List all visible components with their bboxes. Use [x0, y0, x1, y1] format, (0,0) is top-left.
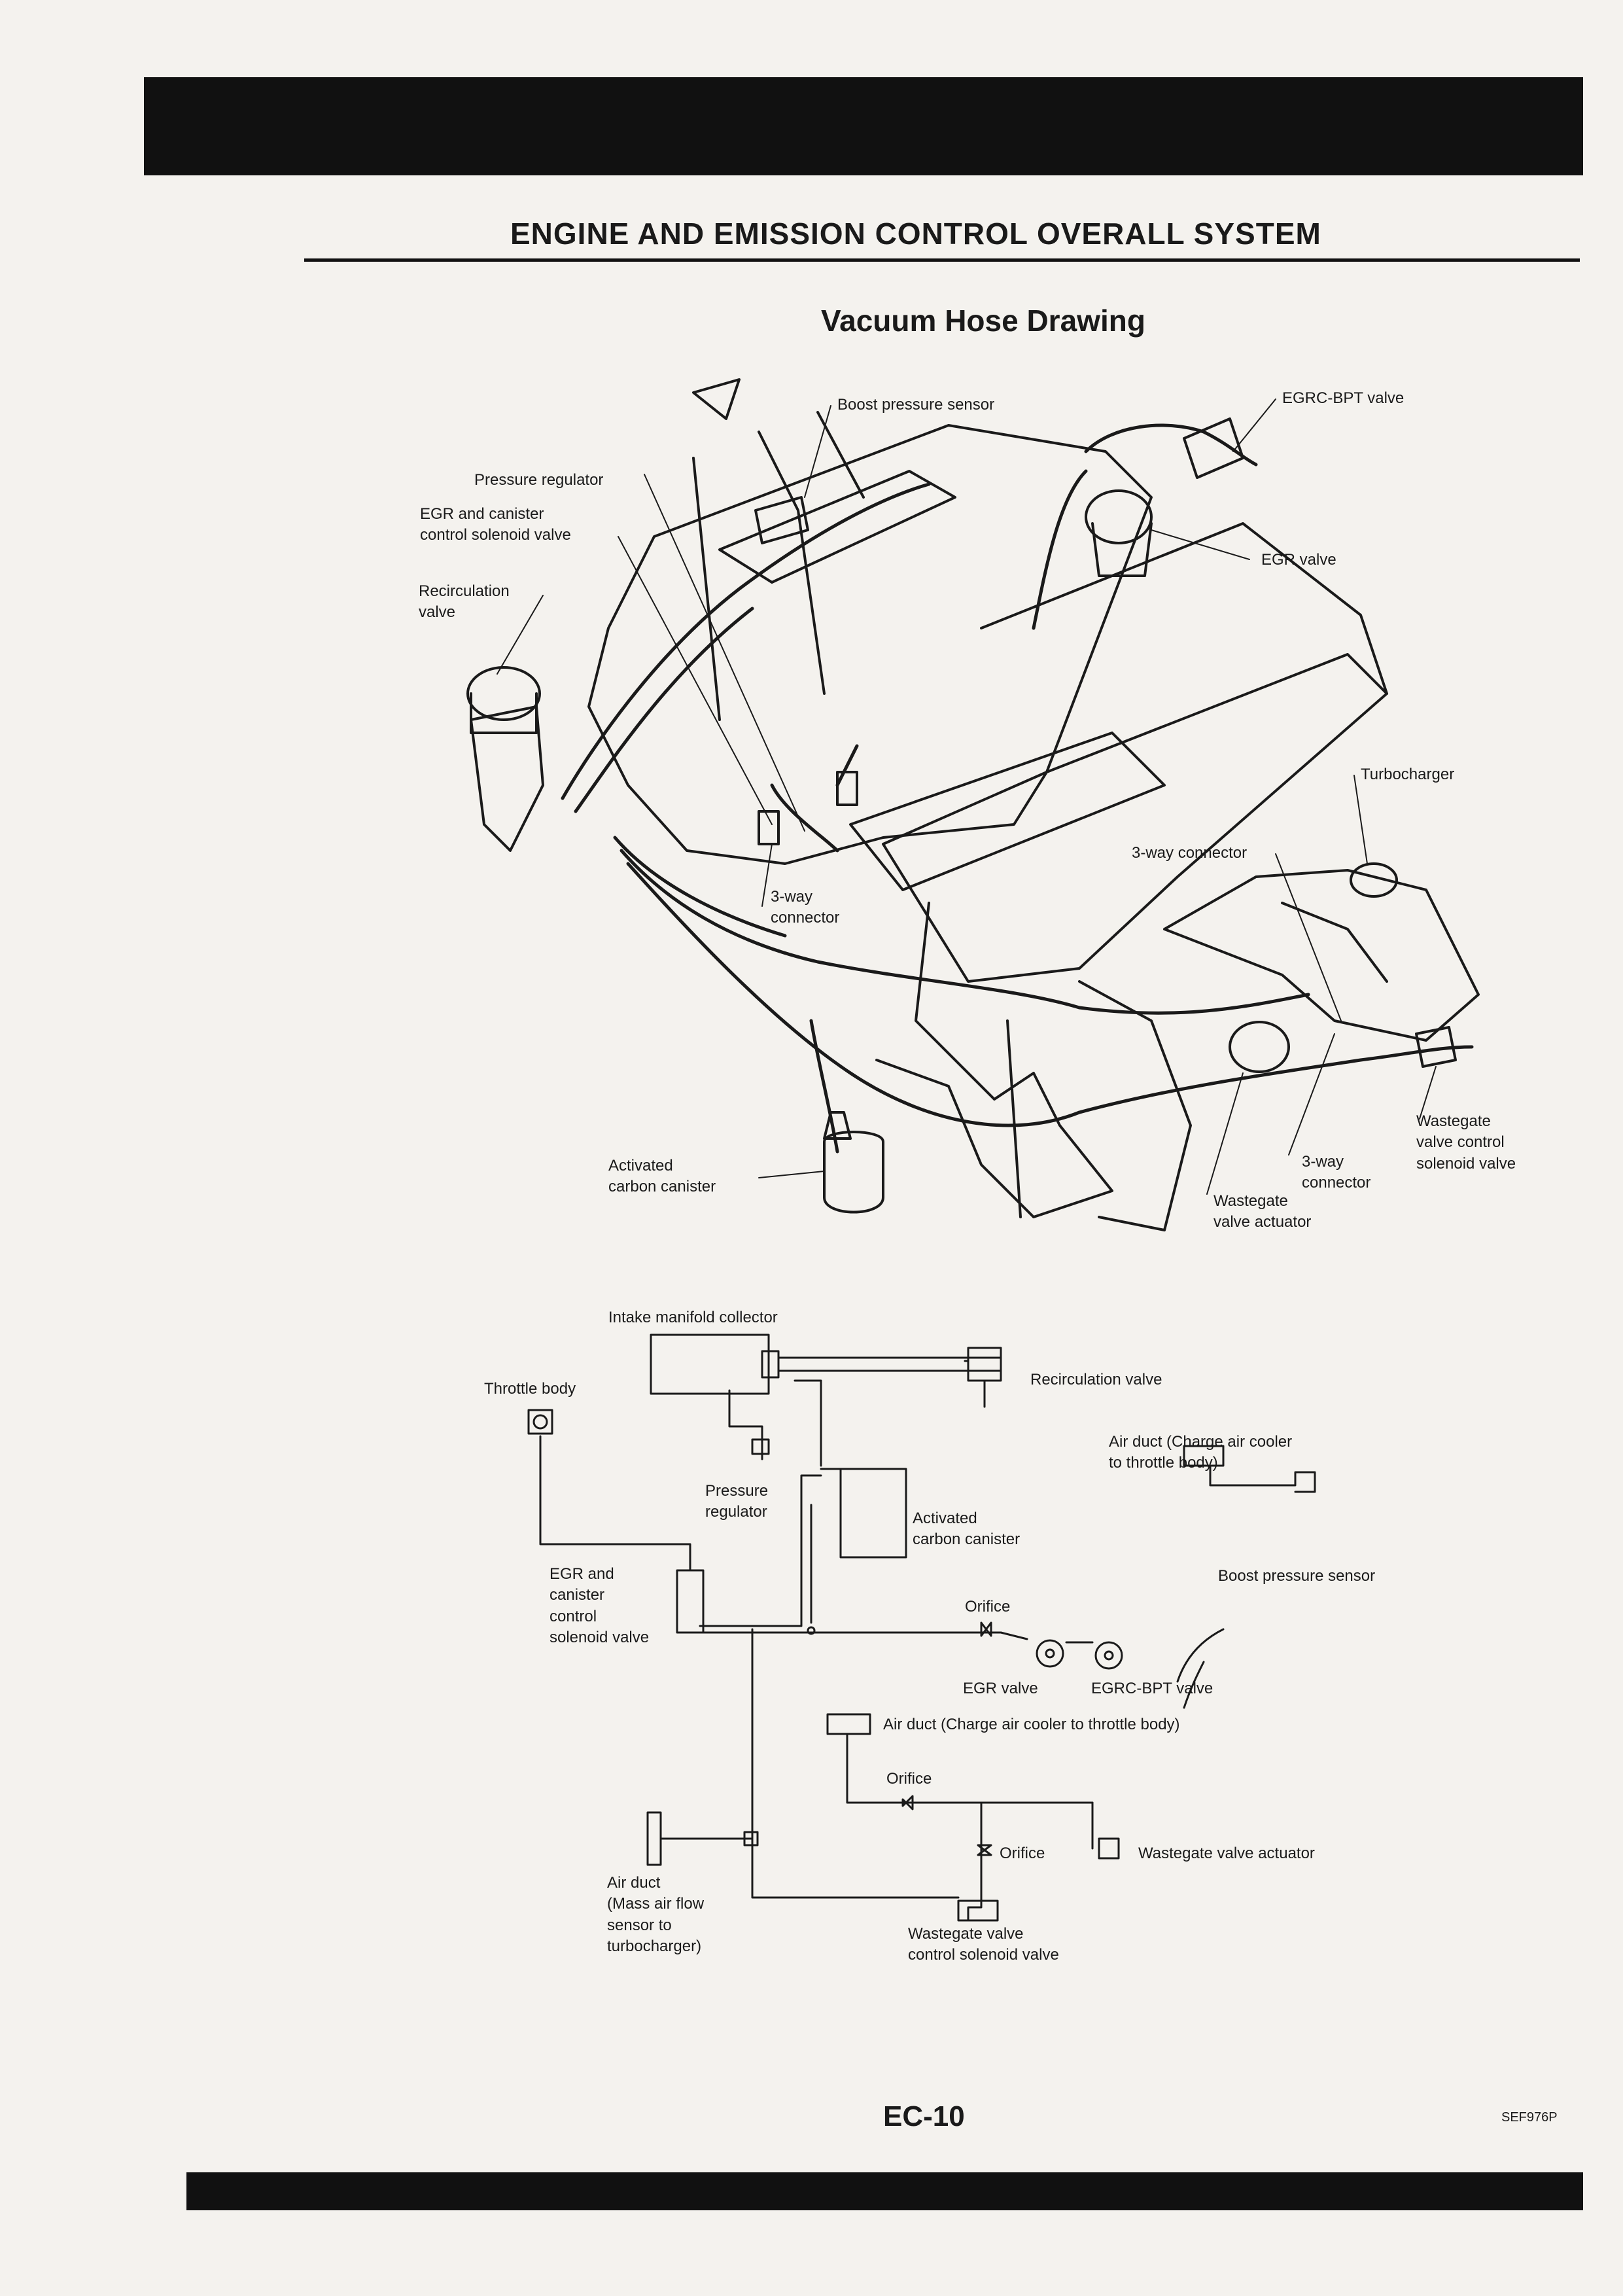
- schem-throttle-body: Throttle body: [484, 1380, 576, 1398]
- schem-wastegate-solenoid: Wastegate valve control solenoid valve: [908, 1925, 1059, 1964]
- schem-wastegate-actuator: Wastegate valve actuator: [1138, 1845, 1315, 1862]
- hoses: [561, 423, 1474, 1154]
- schem-egr-canister-solenoid: EGR and canister control solenoid valve: [550, 1565, 650, 1647]
- schem-orifice-2: Orifice: [886, 1770, 932, 1788]
- schem-orifice-1: Orifice: [965, 1598, 1011, 1616]
- label-wastegate-solenoid: Wastegate valve control solenoid valve: [1416, 1112, 1516, 1173]
- label-egr-canister-solenoid: EGR and canister control solenoid valve: [420, 505, 571, 544]
- schem-egr-valve: EGR valve: [963, 1680, 1038, 1697]
- schem-boost-sensor: Boost pressure sensor: [1218, 1567, 1376, 1585]
- schem-orifice-3: Orifice: [1000, 1845, 1045, 1862]
- engine-outline: [470, 378, 1480, 1231]
- page-number: EC-10: [883, 2100, 965, 2132]
- figure-code: SEF976P: [1501, 2110, 1558, 2125]
- leader-lines: [497, 398, 1437, 1195]
- schem-recirculation-valve: Recirculation valve: [1030, 1371, 1162, 1388]
- label-3way-connector-1: 3-way connector: [1132, 844, 1248, 862]
- title-rule: [304, 258, 1580, 262]
- label-recirculation-valve: Recirculation valve: [419, 582, 510, 622]
- label-3way-connector-3: 3-way connector: [1302, 1153, 1371, 1192]
- schem-air-duct-maf: Air duct (Mass air flow sensor to turboc…: [607, 1874, 705, 1956]
- schem-intake-collector: Intake manifold collector: [608, 1309, 778, 1326]
- schem-air-duct-cooler-2: Air duct (Charge air cooler to throttle …: [883, 1716, 1180, 1733]
- label-turbocharger: Turbocharger: [1361, 766, 1455, 783]
- header-bar: [144, 77, 1583, 175]
- label-wastegate-actuator: Wastegate valve actuator: [1213, 1192, 1312, 1231]
- label-egrc-bpt-valve: EGRC-BPT valve: [1282, 389, 1405, 407]
- components: [466, 417, 1457, 1214]
- label-egr-valve: EGR valve: [1261, 551, 1336, 569]
- schem-activated-canister: Activated carbon canister: [913, 1510, 1021, 1549]
- schem-egrc-bpt-valve: EGRC-BPT valve: [1091, 1680, 1213, 1697]
- label-boost-sensor: Boost pressure sensor: [837, 396, 995, 414]
- schem-air-duct-cooler: Air duct (Charge air cooler to throttle …: [1109, 1433, 1293, 1472]
- schem-pressure-regulator: Pressure regulator: [705, 1482, 769, 1521]
- section-title: ENGINE AND EMISSION CONTROL OVERALL SYST…: [510, 217, 1321, 251]
- label-3way-connector-2: 3-way connector: [771, 888, 840, 927]
- footer-bar: [186, 2172, 1583, 2210]
- figure-title: Vacuum Hose Drawing: [821, 304, 1145, 338]
- label-activated-canister: Activated carbon canister: [608, 1157, 716, 1196]
- label-pressure-regulator: Pressure regulator: [474, 471, 604, 489]
- vacuum-schematic: [527, 1333, 1316, 1922]
